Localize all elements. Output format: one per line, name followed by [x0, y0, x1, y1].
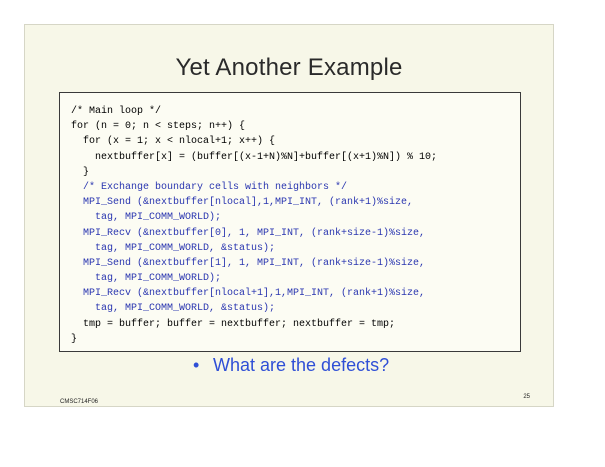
code-line: } [71, 166, 90, 178]
slide-title: Yet Another Example [175, 54, 403, 81]
code-line: tag, MPI_COMM_WORLD); [71, 212, 222, 224]
bullet-text: What are the defects? [213, 355, 390, 375]
code-line: MPI_Recv (&nextbuffer[nlocal+1],1,MPI_IN… [71, 288, 426, 300]
code-line: tag, MPI_COMM_WORLD, &status); [71, 242, 276, 254]
code-line: nextbuffer[x] = (buffer[(x-1+N)%N]+buffe… [71, 151, 438, 163]
code-lines: /* Main loop */ for (n = 0; n < steps; n+… [71, 104, 437, 347]
code-line: MPI_Recv (&nextbuffer[0], 1, MPI_INT, (r… [71, 227, 426, 239]
code-line: /* Main loop */ [71, 106, 162, 117]
bullet-marker: • [193, 355, 200, 375]
code-line: tag, MPI_COMM_WORLD); [71, 273, 222, 285]
slide: Yet Another Example /* Main loop */ for (… [24, 24, 554, 407]
code-block: /* Main loop */ for (n = 0; n < steps; n+… [59, 92, 521, 352]
footer-course-label: CMSC714F06 [60, 399, 99, 405]
code-line: for (x = 1; x < nlocal+1; x++) { [71, 136, 276, 148]
code-line: for (n = 0; n < steps; n++) { [71, 121, 246, 133]
code-line: MPI_Send (&nextbuffer[1], 1, MPI_INT, (r… [71, 257, 426, 269]
code-line: tmp = buffer; buffer = nextbuffer; nextb… [71, 318, 396, 330]
bullet-item: • What are the defects? [193, 355, 389, 376]
page-number: 25 [523, 394, 530, 400]
code-line: MPI_Send (&nextbuffer[nlocal],1,MPI_INT,… [71, 197, 414, 209]
code-line: /* Exchange boundary cells with neighbor… [71, 181, 348, 193]
code-line: } [71, 333, 78, 345]
code-line: tag, MPI_COMM_WORLD, &status); [71, 303, 276, 315]
